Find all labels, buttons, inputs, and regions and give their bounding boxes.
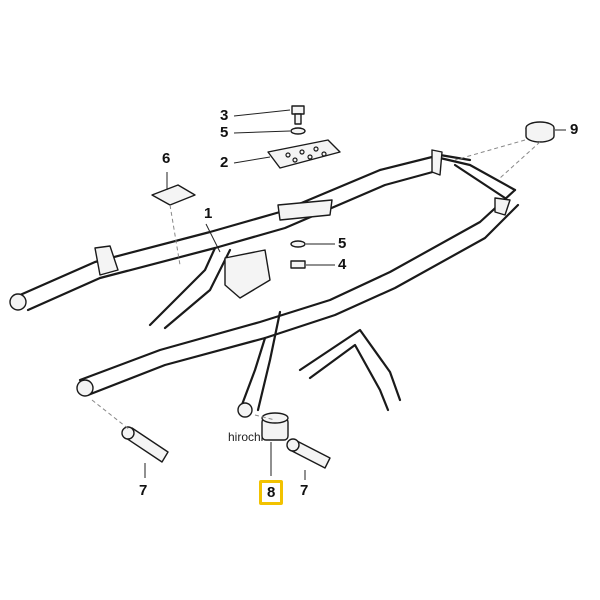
callout-5-bottom: 5 [338,235,347,252]
washer-part-5-top [290,127,306,135]
bolt-part-7-right [286,438,331,469]
watermark-text: hirochi [228,430,264,444]
subframe [9,149,520,418]
callout-1: 1 [204,205,213,222]
callout-9: 9 [570,121,579,138]
spacer-part-8 [261,412,289,441]
rubber-cap-part-9 [525,121,555,143]
washer-part-5-bottom [290,240,306,248]
callout-7-left: 7 [139,482,148,499]
callout-8-highlighted: 8 [259,480,284,505]
callout-3: 3 [220,107,229,124]
bolt-part-7-left [121,426,169,463]
callout-4: 4 [338,256,347,273]
callout-2: 2 [220,154,229,171]
callout-6: 6 [162,150,171,167]
callout-7-right: 7 [300,482,309,499]
callout-5-top: 5 [220,124,229,141]
bolt-part-3 [291,105,305,125]
nut-part-4 [290,260,306,269]
label-part-6 [151,184,196,206]
plate-part-2 [267,139,341,169]
leader-lines [144,109,566,480]
